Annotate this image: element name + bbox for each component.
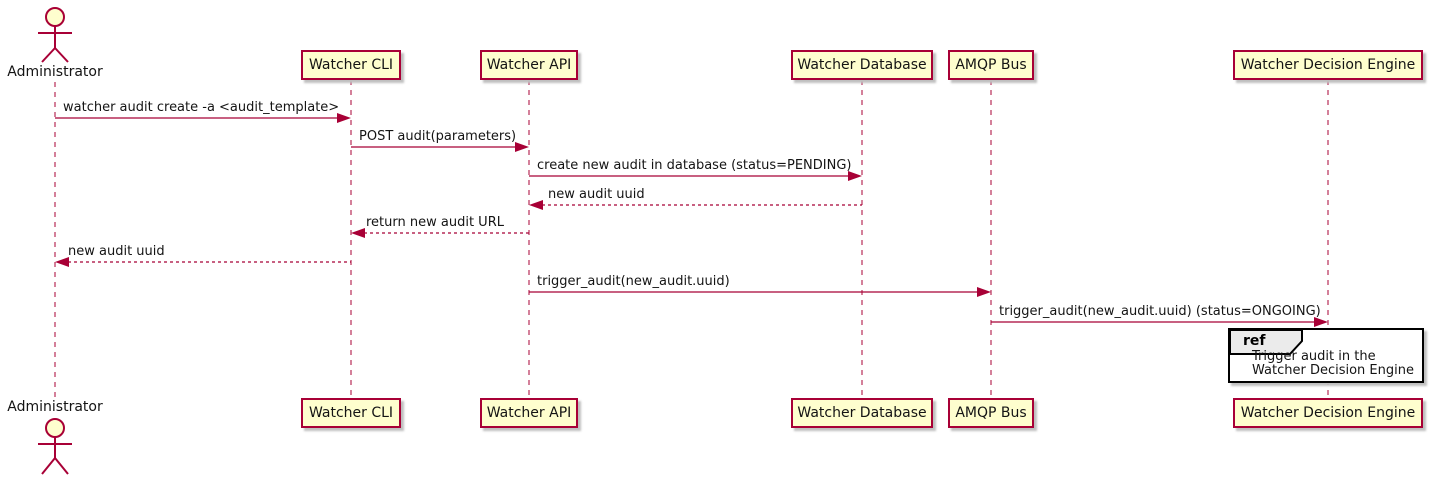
actor-figure-top [38,7,72,63]
ref-text-line1: Trigger audit in the [1252,349,1376,364]
message-arrow-7 [529,287,991,297]
participant-watcher-decision-engine-top: Watcher Decision Engine [1233,50,1423,80]
ref-text: Trigger audit in the Watcher Decision En… [1252,350,1414,378]
participant-label: Watcher Database [797,57,927,73]
participant-label: Watcher Decision Engine [1240,405,1416,421]
participant-label: Watcher CLI [308,57,394,73]
participant-label: AMQP Bus [955,405,1027,421]
message-label-4: new audit uuid [548,187,645,202]
message-arrow-6 [55,257,351,267]
participant-amqp-bus-bottom: AMQP Bus [948,398,1034,428]
message-label-3: create new audit in database (status=PEN… [537,158,852,173]
message-label-5: return new audit URL [366,215,504,230]
participant-label: Watcher API [486,57,572,73]
participant-watcher-api-top: Watcher API [480,50,578,80]
message-arrow-3 [529,171,862,181]
message-label-2: POST audit(parameters) [359,129,517,144]
message-arrow-4 [529,200,862,210]
participant-label: Watcher CLI [308,405,394,421]
participant-label: Watcher API [486,405,572,421]
actor-figure-bottom [38,418,72,475]
participant-watcher-database-top: Watcher Database [791,50,933,80]
participant-watcher-api-bottom: Watcher API [480,398,578,428]
message-arrow-8 [991,317,1328,327]
participant-watcher-decision-engine-bottom: Watcher Decision Engine [1233,398,1423,428]
message-arrow-2 [351,142,529,152]
message-label-1: watcher audit create -a <audit_template> [63,100,340,115]
participant-watcher-cli-bottom: Watcher CLI [301,398,401,428]
message-label-6: new audit uuid [68,244,165,259]
participant-amqp-bus-top: AMQP Bus [948,50,1034,80]
message-label-7: trigger_audit(new_audit.uuid) [537,274,730,289]
ref-text-line2: Watcher Decision Engine [1252,363,1414,378]
message-arrow-1 [55,113,351,123]
participant-label: Watcher Decision Engine [1240,57,1416,73]
ref-fragment: ref Trigger audit in the Watcher Decisio… [1228,328,1424,383]
ref-keyword: ref [1243,333,1266,349]
actor-label-top: Administrator [7,64,103,80]
ref-tab-shape [1230,330,1303,355]
participant-label: Watcher Database [797,405,927,421]
actor-label-bottom: Administrator [7,399,103,415]
participant-label: AMQP Bus [955,57,1027,73]
message-label-8: trigger_audit(new_audit.uuid) (status=ON… [999,304,1321,319]
message-arrow-5 [351,228,529,238]
participant-watcher-database-bottom: Watcher Database [791,398,933,428]
participant-watcher-cli-top: Watcher CLI [301,50,401,80]
